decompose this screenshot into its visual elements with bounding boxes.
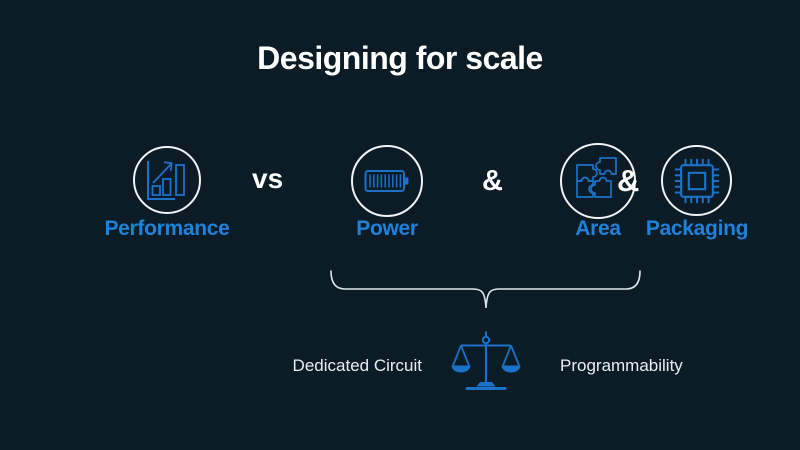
ampersand-area-packaging: & xyxy=(617,163,640,198)
area-label: Area xyxy=(575,217,621,240)
bar-chart-growth-icon xyxy=(147,161,185,200)
dedicated-circuit-label: Dedicated Circuit xyxy=(292,356,422,375)
slide-title: Designing for scale xyxy=(257,40,543,76)
performance-label: Performance xyxy=(104,217,230,240)
vs-text: vs xyxy=(252,163,284,194)
brace-connector xyxy=(330,270,641,309)
ampersand-power-area: & xyxy=(482,165,503,197)
chip-package-icon xyxy=(674,158,719,203)
balance-scale-icon xyxy=(451,331,521,390)
power-label: Power xyxy=(356,217,418,240)
performance-circle xyxy=(133,146,201,214)
area-circle xyxy=(560,143,636,219)
puzzle-pieces-icon xyxy=(576,157,617,198)
programmability-label: Programmability xyxy=(560,356,683,375)
power-circle xyxy=(351,145,423,217)
battery-icon xyxy=(364,170,409,192)
packaging-circle xyxy=(661,145,732,216)
packaging-label: Packaging xyxy=(645,217,749,240)
